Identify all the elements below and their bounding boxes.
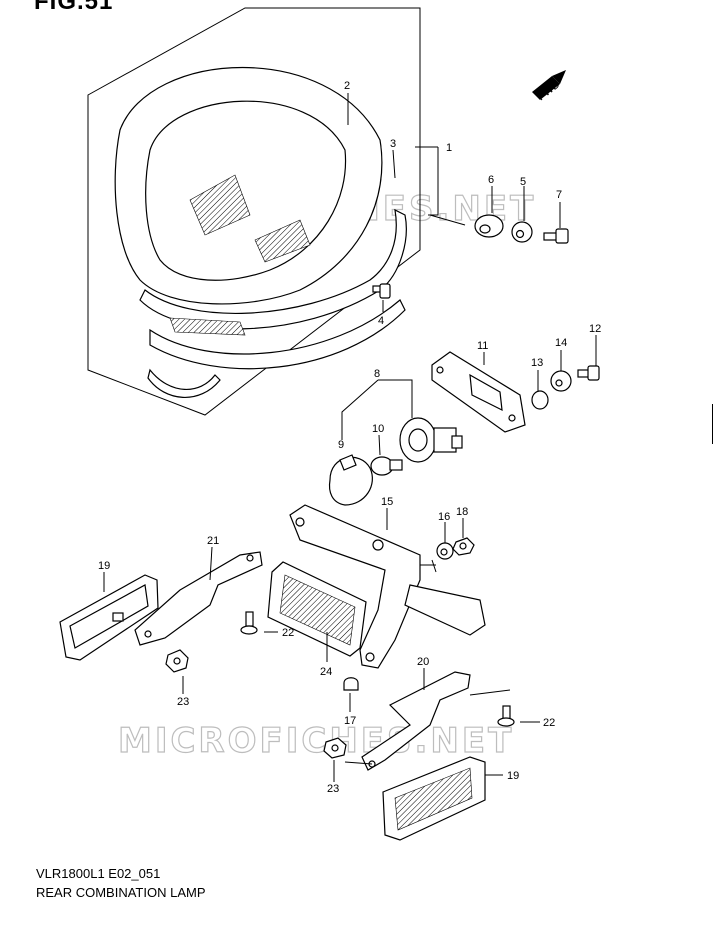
callout-20: 20 <box>417 656 429 668</box>
assembly-boundary <box>87 7 421 416</box>
figure-title: FIG.51 <box>34 0 114 15</box>
figure-caption: REAR COMBINATION LAMP <box>36 885 206 900</box>
callout-numbers: 1 2 3 4 5 6 7 8 9 10 11 12 13 14 15 16 1… <box>98 78 601 795</box>
callout-1: 1 <box>446 142 452 154</box>
part-16-washer <box>436 542 454 560</box>
callout-21: 21 <box>207 535 219 547</box>
part-24-reflector <box>267 561 367 657</box>
part-21-bracket <box>134 551 263 646</box>
part-13-collar <box>531 390 549 410</box>
part-18-nut <box>452 537 475 556</box>
part-11-bracket <box>431 351 526 433</box>
lamp-housing <box>114 66 407 398</box>
callout-19-right: 19 <box>507 770 519 782</box>
part-8-socket <box>399 417 463 463</box>
callout-13: 13 <box>531 357 543 369</box>
part-19-reflector-right <box>382 756 486 841</box>
model-code: VLR1800L1 E02_051 <box>36 866 161 881</box>
callout-11: 11 <box>477 340 488 352</box>
callout-18: 18 <box>456 506 468 518</box>
callout-22-left: 22 <box>282 627 294 639</box>
part-19-reflector-left <box>59 574 159 661</box>
callout-2: 2 <box>344 80 350 92</box>
callout-12: 12 <box>589 323 601 335</box>
callout-3: 3 <box>390 138 396 150</box>
callout-24: 24 <box>320 666 332 678</box>
part-14-washer <box>550 370 572 392</box>
callout-14: 14 <box>555 337 567 349</box>
part-10-bulb <box>370 456 403 476</box>
part-23-nut-left <box>165 649 189 673</box>
callout-5: 5 <box>520 176 526 188</box>
part-17-grommet <box>343 677 359 691</box>
callout-7: 7 <box>556 189 562 201</box>
part-9-lens <box>328 454 373 506</box>
part-12-screw <box>577 365 600 381</box>
callout-4: 4 <box>378 315 384 327</box>
callout-16: 16 <box>438 511 450 523</box>
part-15-bracket <box>289 504 486 669</box>
part-23-nut-right <box>323 737 347 759</box>
fwd-arrow-icon <box>532 70 566 100</box>
callout-6: 6 <box>488 174 494 186</box>
part-22-bolt-left <box>240 611 258 635</box>
callout-22-right: 22 <box>543 717 555 729</box>
callout-10: 10 <box>372 423 384 435</box>
callout-8: 8 <box>374 368 380 380</box>
part-22-bolt-right <box>497 705 515 727</box>
callout-19-left: 19 <box>98 560 110 572</box>
part-4-screw <box>372 283 391 299</box>
leader-lines <box>103 93 597 782</box>
callout-9: 9 <box>338 439 344 451</box>
page-edge-mark <box>712 404 713 444</box>
callout-17: 17 <box>344 715 356 727</box>
callout-15: 15 <box>381 496 393 508</box>
part-6-grommet <box>474 214 504 238</box>
watermark-bottom: MICROFICHES.NET <box>118 721 514 761</box>
callout-23-right: 23 <box>327 783 339 795</box>
part-5-washer <box>511 221 533 243</box>
callout-23-left: 23 <box>177 696 189 708</box>
part-7-screw <box>543 228 569 244</box>
